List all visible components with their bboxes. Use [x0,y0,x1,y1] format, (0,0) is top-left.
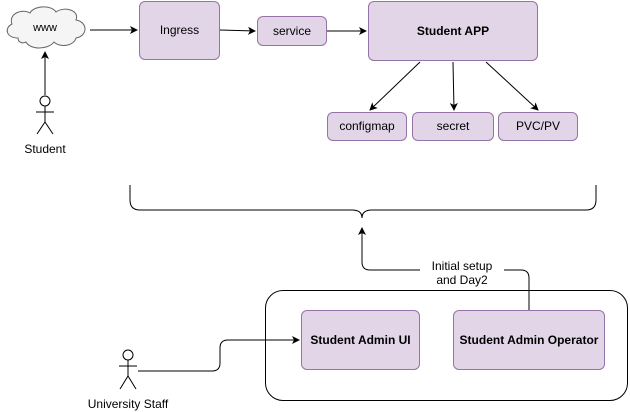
namespace-brace [129,185,597,219]
university-staff-actor-icon [119,349,137,390]
secret-node[interactable]: secret [412,112,494,141]
edge-app-secret [449,61,458,111]
edge-setup-label-line1: Initial setup [431,259,493,273]
configmap-node[interactable]: configmap [327,112,407,141]
www-cloud-shape [6,6,86,49]
pvc-node[interactable]: PVC/PV [498,112,578,141]
student-label: Student [24,142,66,156]
edge-setup-label-line2: and Day2 [436,273,488,288]
university-staff-label: University Staff [87,397,169,411]
www-label: www [33,22,57,34]
edge-app-pvc [485,61,539,111]
edge-setup-label: Initial setup and Day2 [420,259,504,288]
service-node[interactable]: service [257,16,327,46]
student-admin-operator-node[interactable]: Student Admin Operator [453,310,605,370]
admin-group-container [265,290,628,401]
student-admin-ui-node[interactable]: Student Admin UI [301,310,420,370]
student-actor-icon [36,95,54,135]
edge-staff-adminui [138,336,300,372]
ingress-node[interactable]: Ingress [139,1,220,60]
edge-ingress-service [219,26,256,35]
student-app-node[interactable]: Student APP [368,1,538,61]
edge-app-configmap [369,61,421,111]
